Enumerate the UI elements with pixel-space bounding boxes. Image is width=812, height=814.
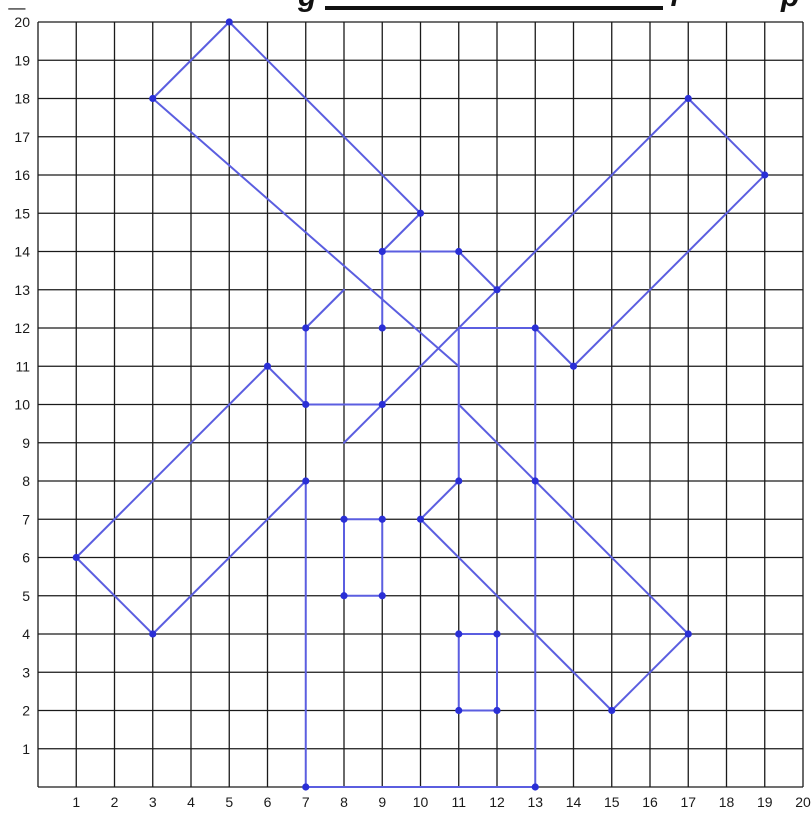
- plotted-point: [302, 401, 309, 408]
- plotted-point: [608, 707, 615, 714]
- y-tick-label: 17: [14, 129, 30, 145]
- outline-segment: [459, 252, 497, 290]
- header-fragment-0: _: [8, 0, 27, 13]
- plotted-point: [379, 324, 386, 331]
- plotted-point: [493, 630, 500, 637]
- plotted-point: [455, 630, 462, 637]
- x-tick-label: 16: [642, 794, 658, 810]
- plotted-point: [149, 95, 156, 102]
- header-fragment-2: f: [670, 0, 683, 13]
- grid-lines: [38, 22, 803, 787]
- y-tick-label: 3: [22, 664, 30, 680]
- x-tick-label: 13: [527, 794, 543, 810]
- plotted-point: [532, 477, 539, 484]
- outline-segment: [382, 213, 420, 251]
- outline-segment: [344, 99, 688, 443]
- x-tick-label: 3: [149, 794, 157, 810]
- plotted-point: [379, 592, 386, 599]
- y-tick-label: 19: [14, 52, 30, 68]
- outline-segment: [229, 22, 420, 213]
- plotted-point: [302, 783, 309, 790]
- header-fragment-3: p: [780, 0, 799, 13]
- outline-segment: [421, 519, 612, 710]
- x-tick-label: 20: [795, 794, 811, 810]
- x-tick-label: 2: [111, 794, 119, 810]
- plotted-point: [532, 324, 539, 331]
- outline-segment: [535, 328, 573, 366]
- plotted-point: [685, 630, 692, 637]
- plotted-point: [532, 783, 539, 790]
- x-tick-label: 9: [378, 794, 386, 810]
- x-tick-label: 18: [719, 794, 735, 810]
- outline-segment: [268, 366, 306, 404]
- x-tick-label: 5: [225, 794, 233, 810]
- y-tick-label: 1: [22, 741, 30, 757]
- x-tick-label: 14: [566, 794, 582, 810]
- x-tick-label: 15: [604, 794, 620, 810]
- y-tick-label: 14: [14, 244, 30, 260]
- header-strip: _ g f p: [8, 0, 799, 13]
- y-tick-label: 4: [22, 626, 30, 642]
- x-tick-label: 8: [340, 794, 348, 810]
- plotted-point: [493, 286, 500, 293]
- plotted-point: [455, 477, 462, 484]
- plotted-point: [73, 554, 80, 561]
- plotted-point: [379, 248, 386, 255]
- plotted-point: [149, 630, 156, 637]
- plotted-point: [570, 363, 577, 370]
- y-tick-label: 9: [22, 435, 30, 451]
- x-tick-label: 7: [302, 794, 310, 810]
- plotted-point: [685, 95, 692, 102]
- plotted-point: [302, 324, 309, 331]
- outline-segment: [76, 366, 267, 557]
- plotted-point: [379, 401, 386, 408]
- y-tick-label: 2: [22, 703, 30, 719]
- outline-segment: [421, 481, 459, 519]
- plotted-point: [379, 516, 386, 523]
- x-tick-label: 1: [72, 794, 80, 810]
- plotted-point: [761, 171, 768, 178]
- plotted-point: [417, 210, 424, 217]
- x-tick-label: 12: [489, 794, 505, 810]
- x-tick-label: 6: [264, 794, 272, 810]
- y-tick-label: 20: [14, 14, 30, 30]
- y-tick-label: 8: [22, 473, 30, 489]
- y-tick-label: 11: [15, 358, 30, 374]
- x-tick-label: 4: [187, 794, 195, 810]
- y-tick-label: 5: [22, 588, 30, 604]
- y-tick-label: 15: [14, 205, 30, 221]
- y-tick-label: 18: [14, 91, 30, 107]
- plotted-point: [455, 248, 462, 255]
- header-fragment-1: g: [297, 0, 316, 13]
- plotted-point: [264, 363, 271, 370]
- y-tick-label: 12: [14, 320, 30, 336]
- x-tick-label: 10: [413, 794, 429, 810]
- plotted-point: [340, 592, 347, 599]
- plotted-point: [455, 707, 462, 714]
- y-tick-label: 7: [22, 511, 30, 527]
- plotted-point: [493, 707, 500, 714]
- x-tick-label: 11: [451, 794, 466, 810]
- y-tick-label: 13: [14, 282, 30, 298]
- outline-segment: [574, 175, 765, 366]
- outline-segment: [306, 290, 344, 328]
- y-tick-label: 16: [14, 167, 30, 183]
- plotted-point: [302, 477, 309, 484]
- y-tick-label: 10: [14, 397, 30, 413]
- plotted-point: [417, 516, 424, 523]
- plotted-point: [340, 516, 347, 523]
- plotted-point: [226, 18, 233, 25]
- y-tick-label: 6: [22, 550, 30, 566]
- x-tick-label: 19: [757, 794, 773, 810]
- x-tick-label: 17: [680, 794, 696, 810]
